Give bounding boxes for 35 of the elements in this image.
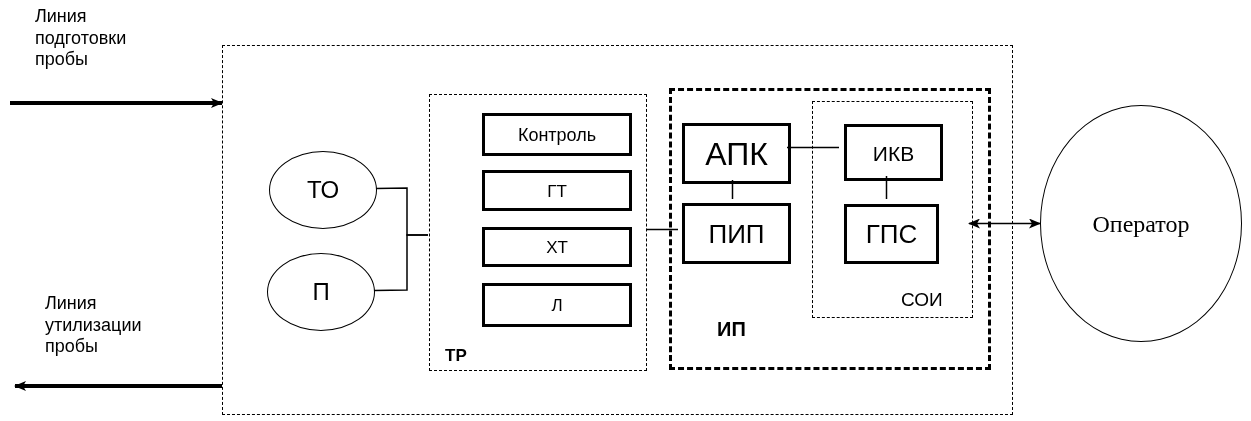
dotted-group-frame [812, 101, 973, 318]
arrow [968, 218, 1041, 229]
node-label: Л [551, 296, 563, 314]
node-label: ПИП [708, 220, 765, 247]
dashed-frame [222, 45, 1013, 415]
connector-line [645, 228, 679, 231]
group-title: СОИ [901, 290, 943, 309]
connector-line [373, 234, 429, 292]
block-box [482, 227, 632, 267]
node-label: ГПС [865, 221, 918, 247]
connector-line [731, 179, 734, 200]
node-label: ТО [306, 178, 340, 202]
node-label: Контроль [517, 125, 597, 144]
dashed-group-frame [669, 88, 991, 370]
block-box [844, 124, 943, 181]
node-label: П [312, 280, 330, 304]
node-label: Оператор [1092, 211, 1190, 236]
node-label: ГТ [547, 182, 567, 199]
connector-line [885, 175, 888, 200]
node-label: ИКВ [872, 142, 915, 163]
dotted-group-frame [429, 94, 647, 371]
block-box [682, 203, 791, 264]
arrow [10, 98, 223, 108]
group-title: ИП [717, 319, 746, 339]
group-title: ТР [445, 347, 467, 364]
node-label: АПК [705, 137, 768, 170]
block-box [482, 113, 632, 156]
block-box [844, 204, 939, 264]
connector-line [786, 146, 840, 149]
node-label: ХТ [546, 238, 568, 256]
block-box [482, 170, 632, 211]
arrow [14, 381, 222, 391]
ellipse-node [1040, 105, 1242, 342]
block-box [682, 123, 791, 184]
block-box [482, 283, 632, 327]
